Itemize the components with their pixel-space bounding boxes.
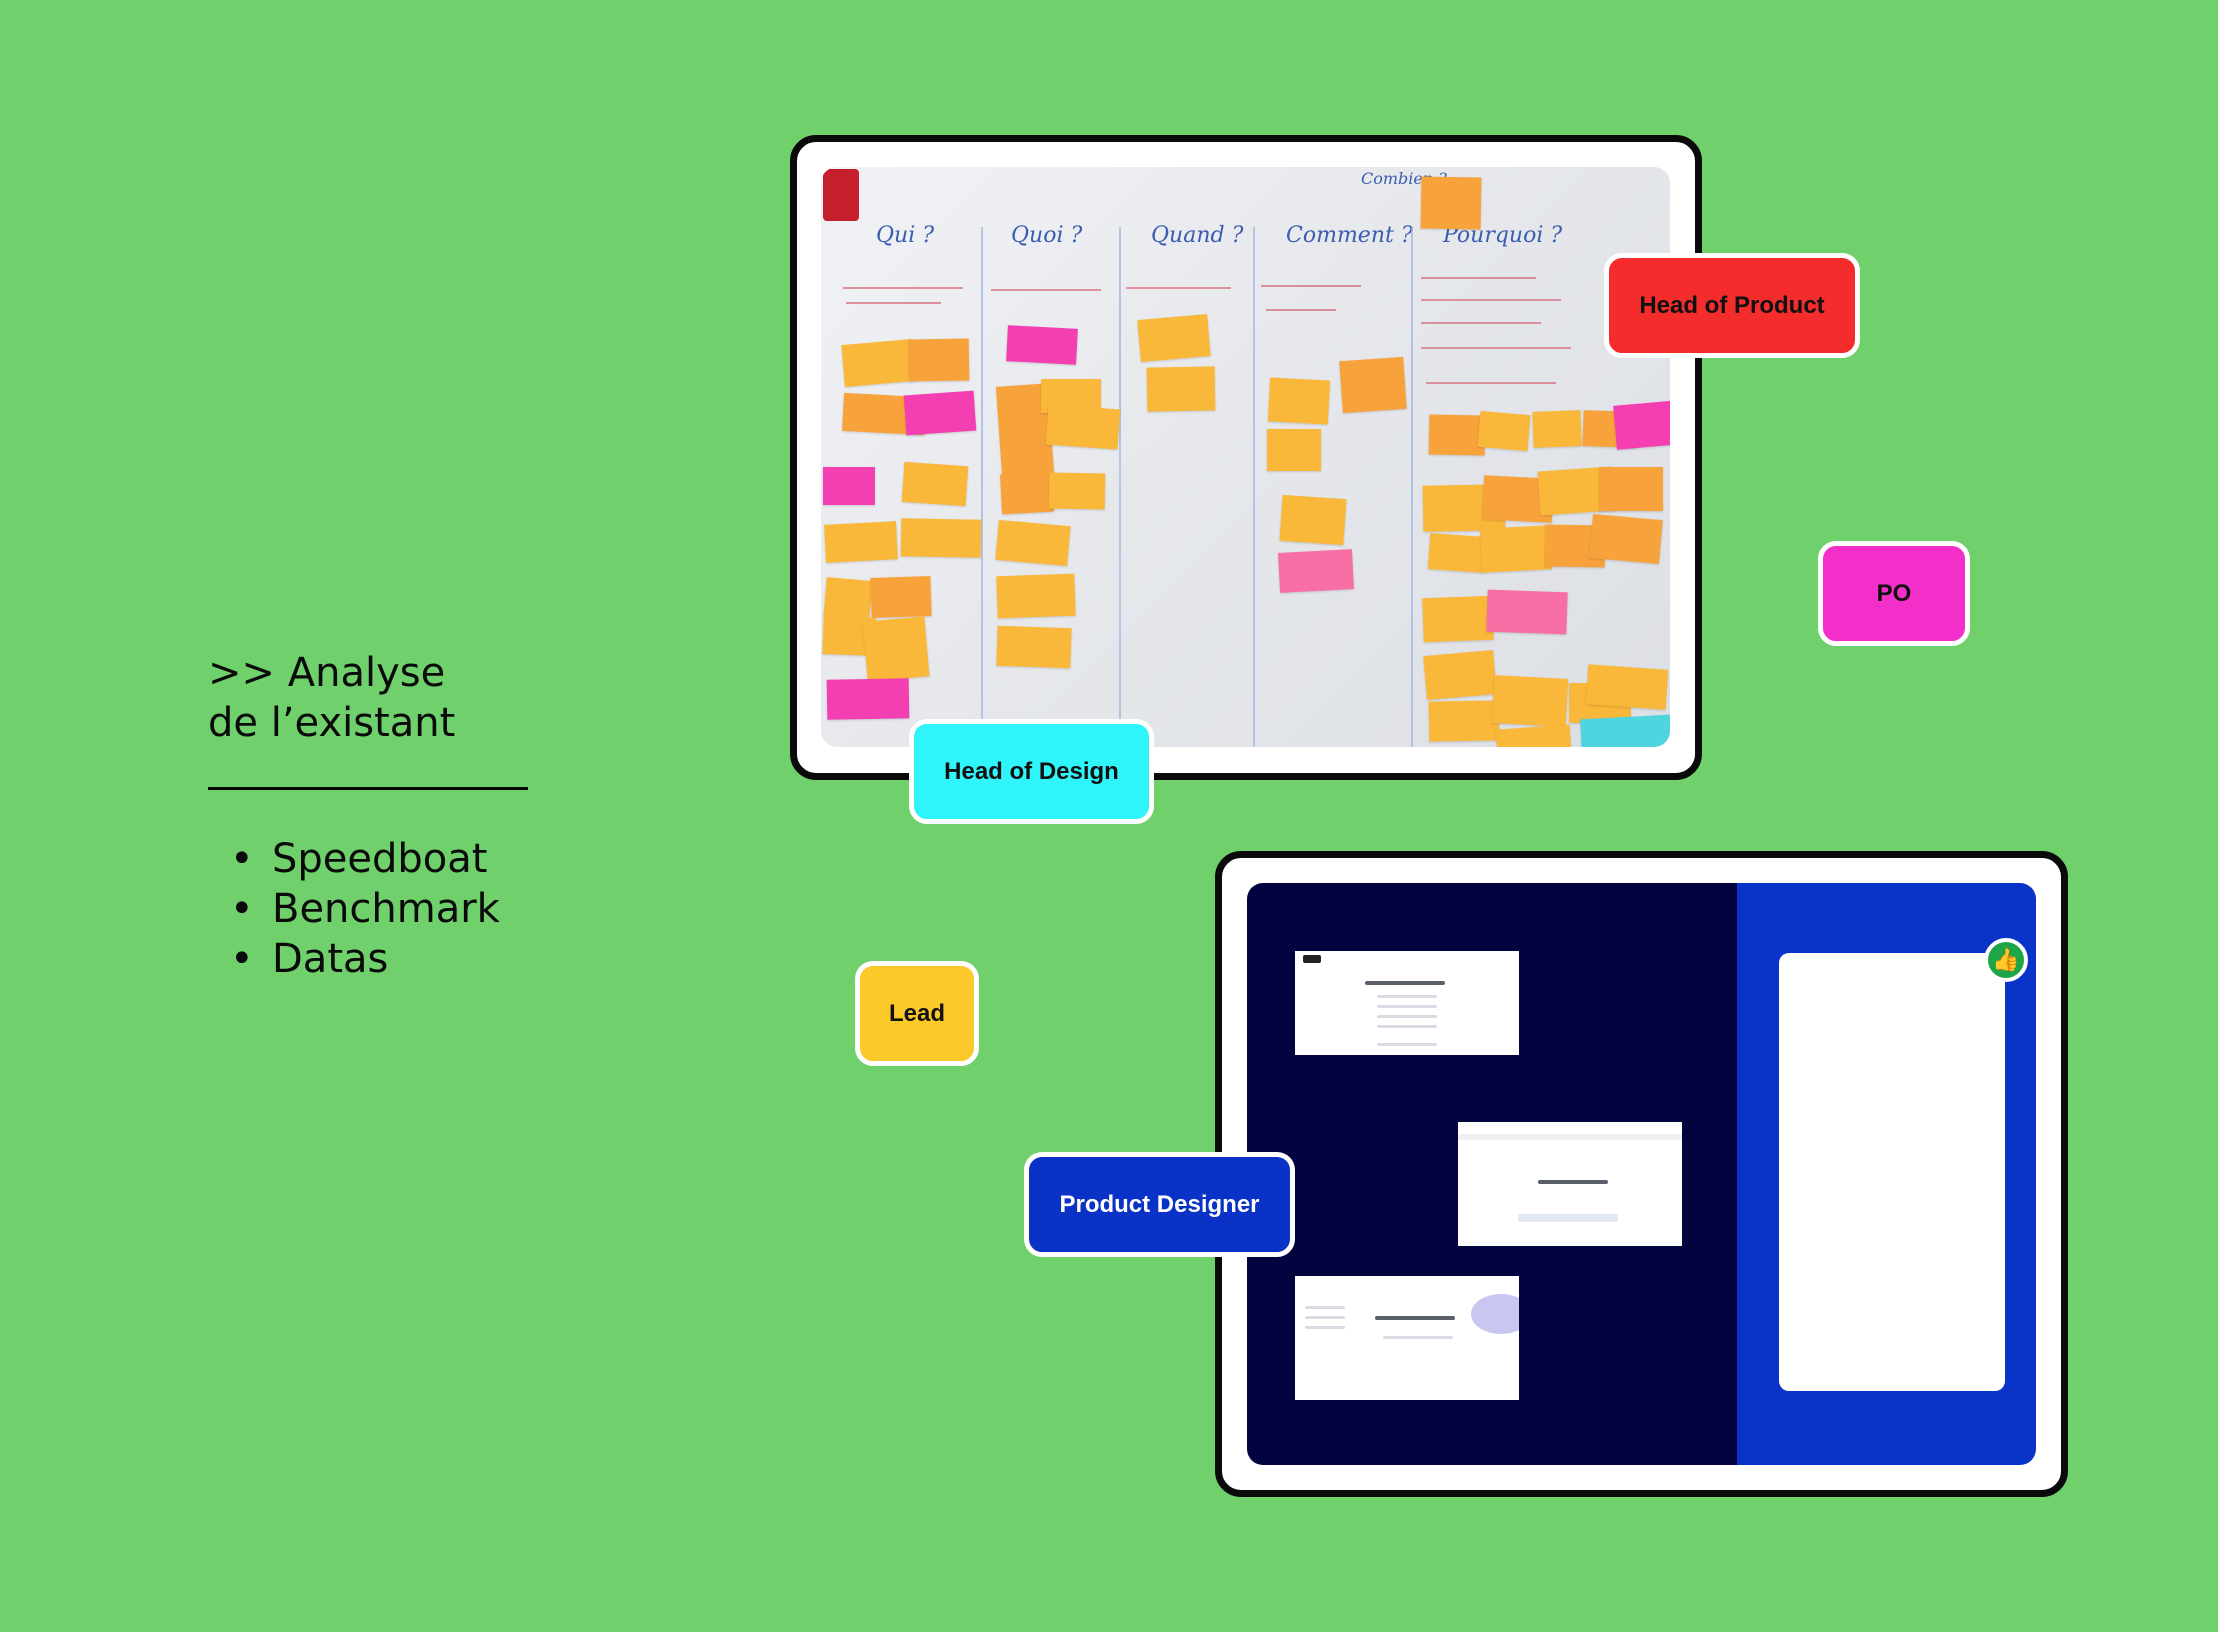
- screenshot-1: [1295, 951, 1519, 1055]
- sticky-note: [1599, 467, 1663, 511]
- tag-lead: Lead: [855, 961, 979, 1066]
- screenshot-3: [1295, 1276, 1519, 1400]
- sticky-note: [903, 390, 977, 436]
- tag-head-of-design: Head of Design: [909, 719, 1154, 824]
- intro-block: >> Analyse de l’existant: [208, 648, 455, 748]
- sticky-note: [1428, 414, 1486, 456]
- column-header-qui: Qui ?: [876, 223, 935, 248]
- tag-po: PO: [1818, 541, 1970, 646]
- sticky-note: [1585, 664, 1669, 710]
- sticky-note: [901, 461, 969, 507]
- tag-lead-label: Lead: [888, 999, 945, 1027]
- sticky-note: [1428, 700, 1500, 742]
- mobile-form-screenshot: [1779, 953, 2005, 1391]
- bullet-speedboat: Speedboat: [230, 834, 500, 884]
- sticky-note: [1045, 404, 1121, 450]
- column-header-quoi: Quoi ?: [1011, 223, 1083, 248]
- sticky-note: [999, 471, 1055, 515]
- sticky-note: [996, 625, 1072, 669]
- sticky-note: [1423, 650, 1497, 700]
- sticky-note: [900, 518, 982, 558]
- bullet-list: Speedboat Benchmark Datas: [230, 834, 500, 984]
- sticky-note: [826, 678, 910, 720]
- screenshot-2: [1458, 1122, 1682, 1246]
- sticky-note: [996, 573, 1076, 619]
- sticky-note: [823, 577, 873, 621]
- sticky-note: [870, 575, 932, 619]
- tag-head-of-product: Head of Product: [1604, 253, 1860, 358]
- tag-head-of-product-label: Head of Product: [1639, 291, 1825, 319]
- sticky-note: [823, 467, 875, 505]
- sticky-note: [1580, 714, 1670, 747]
- bullet-benchmark: Benchmark: [230, 884, 500, 934]
- sticky-note: [1532, 410, 1582, 448]
- sticky-note: [1048, 472, 1106, 510]
- sticky-note: [1279, 494, 1347, 546]
- sticky-note: [995, 519, 1071, 567]
- sticky-note: [1420, 176, 1482, 230]
- benchmark-frame: 👍: [1215, 851, 2068, 1497]
- tag-po-label: PO: [1876, 579, 1912, 607]
- sticky-note: [862, 616, 930, 682]
- whiteboard-frame: Qui ? Quoi ? Quand ? Comment ? Pourquoi …: [790, 135, 1702, 780]
- sticky-note: [1589, 514, 1663, 564]
- sticky-note: [1495, 724, 1573, 747]
- column-header-quand: Quand ?: [1151, 223, 1244, 248]
- sticky-note: [1146, 366, 1216, 412]
- sticky-note: [1137, 314, 1211, 362]
- sticky-note: [1006, 325, 1078, 365]
- sticky-note: [1422, 595, 1494, 643]
- tag-head-of-design-label: Head of Design: [944, 757, 1119, 785]
- whiteboard-photo: Qui ? Quoi ? Quand ? Comment ? Pourquoi …: [821, 167, 1670, 747]
- sticky-note: [908, 338, 970, 382]
- sticky-note: [1267, 429, 1321, 471]
- sticky-note: [1267, 377, 1331, 425]
- divider: [208, 787, 528, 790]
- sticky-note: [1486, 589, 1568, 635]
- tag-product-designer: Product Designer: [1024, 1152, 1295, 1257]
- sticky-note: [1278, 549, 1354, 593]
- sticky-note: [1613, 400, 1670, 450]
- column-header-comment: Comment ?: [1286, 223, 1413, 248]
- benchmark-screen: 👍: [1247, 883, 2036, 1465]
- sticky-note: [841, 339, 915, 387]
- section-title: >> Analyse de l’existant: [208, 650, 456, 746]
- eraser: [823, 169, 859, 221]
- sticky-note: [1479, 525, 1553, 573]
- sticky-note: [1477, 410, 1531, 452]
- sticky-note: [824, 521, 898, 563]
- sticky-note: [1427, 533, 1487, 573]
- tag-product-designer-label: Product Designer: [1059, 1190, 1260, 1218]
- sticky-note: [1491, 675, 1569, 727]
- thumbs-up-icon: 👍: [1984, 938, 2028, 982]
- bullet-datas: Datas: [230, 934, 500, 984]
- sticky-note: [1339, 356, 1407, 414]
